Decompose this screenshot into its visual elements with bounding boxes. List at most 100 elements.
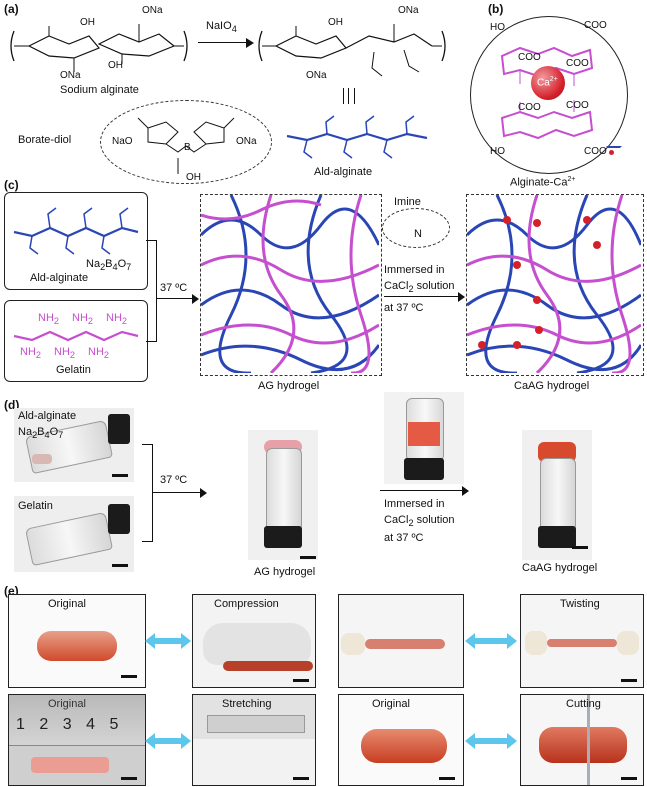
temp-label-d: 37 ºC [160,474,188,486]
ona-label-a4: ONa [306,70,327,81]
original-label-1: Original [48,598,86,610]
borax-label-d: Na2B4O7 [18,426,64,441]
nh2-top-2: NH2 [72,312,93,327]
combine-bracket-d [142,444,153,542]
compressed-gel [223,661,313,671]
immersion-gel [408,422,440,446]
twisting-label: Twisting [560,598,600,610]
ald-alginate-vial-photo [14,408,134,482]
twisting-hand-right-2 [617,631,639,655]
scale-bar-d3 [300,556,316,559]
immersion-arrow-d [380,490,464,491]
immersed-line3-d: at 37 ºC [384,532,424,544]
coo-label-b6: COO [584,146,607,157]
imine-label: Imine [394,196,421,208]
ruler-numbers: 1 2 3 4 5 [16,716,118,734]
imine-n-label: N [414,228,422,240]
ruler [9,695,145,746]
ald-alginate-box [4,192,148,290]
scale-bar-e7 [621,777,637,780]
temp-label-c: 37 ºC [160,282,188,294]
reaction-arrow-d [152,492,202,493]
ruler-number: 2 [39,716,49,733]
calcium-ion-label: Ca2+ [537,76,558,89]
oh-label-borate: OH [186,172,201,183]
stretching-label: Stretching [222,698,272,710]
panel-c-label: (c) [4,178,19,192]
cutting-label: Cutting [566,698,601,710]
borax-label-c: Na2B4O7 [86,258,132,273]
original-label-2: Original [48,698,86,710]
ruler-gel [31,757,109,773]
reaction-arrowhead-d [200,488,207,498]
caag-network-box [466,194,644,376]
original-photo-3 [338,694,464,786]
nh2-bottom-1: NH2 [20,346,41,361]
nh2-bottom-3: NH2 [88,346,109,361]
ag-hydrogel-label-c: AG hydrogel [258,380,320,392]
boron-label: B [184,142,191,153]
vial-cap-2 [108,504,130,534]
ona-label-borate: ONa [236,136,257,147]
coo-label-b1: COO [584,20,607,31]
gel-sample-3 [361,729,447,763]
coo-label-b5: COO [566,100,589,111]
nh2-top-3: NH2 [106,312,127,327]
combine-bracket-c [146,240,157,342]
caag-vial-body [540,458,576,530]
oxidation-arrow [198,42,248,43]
twisting-hand-left-1 [341,633,365,655]
gelatin-vial-photo [14,496,134,572]
gelatin-label-d: Gelatin [18,500,53,512]
twisting-gel-2 [547,639,617,647]
coo-label-b2: COO [518,52,541,63]
scale-bar-e2 [293,679,309,682]
coo-label-b3: COO [566,58,589,69]
immersed-line1-c: Immersed in [384,264,445,276]
caag-hydrogel-vial-photo [522,430,592,560]
ag-hydrogel-vial-photo [248,430,318,560]
ona-label-a3: ONa [398,5,419,16]
cut-gel [539,727,627,763]
nh2-bottom-2: NH2 [54,346,75,361]
immersed-line1-d: Immersed in [384,498,445,510]
reversible-arrow-3 [145,733,191,749]
egg-box-structure [500,46,594,140]
nai04-label: NaIO4 [206,20,237,35]
original-ruler-photo [8,694,146,786]
reversible-arrow-4 [465,733,517,749]
vial-content-1 [32,454,52,464]
sodium-alginate-structure [10,24,188,72]
borate-diol-ellipse [100,100,272,184]
ald-alginate-label-d: Ald-alginate [18,410,77,422]
scale-bar-d1 [112,474,128,477]
scale-bar-d4 [572,546,588,549]
ruler-number: 4 [86,716,95,733]
ag-network-box [200,194,382,376]
ona-label-a2: ONa [60,70,81,81]
compression-label: Compression [214,598,279,610]
oh-label-a2: OH [108,60,123,71]
stretching-photo [192,694,316,786]
cutting-photo [520,694,644,786]
immersion-arrow-c [384,296,460,297]
ag-vial-body [266,448,302,530]
cutting-blade [587,695,590,785]
gelatin-label-c: Gelatin [56,364,91,376]
caag-vial-cap [538,526,576,548]
immersed-line3-c: at 37 ºC [384,302,424,314]
ald-alginate-chain-icon [286,115,428,159]
oh-label-a3: OH [328,17,343,28]
borate-diol-label: Borate-diol [18,134,72,146]
ag-network [201,195,379,373]
caag-hydrogel-label-d: CaAG hydrogel [522,562,598,574]
imine-ellipse [382,208,450,248]
panel-a-label: (a) [4,2,19,16]
borate-diol-structure [137,117,235,174]
reversible-arrow-1 [145,633,191,649]
immersion-vial-cap [404,458,444,480]
ag-vial-cap [264,526,302,548]
ho-label-b1: HO [490,22,505,33]
scale-bar-e4 [121,777,137,780]
caag-network [467,195,641,373]
